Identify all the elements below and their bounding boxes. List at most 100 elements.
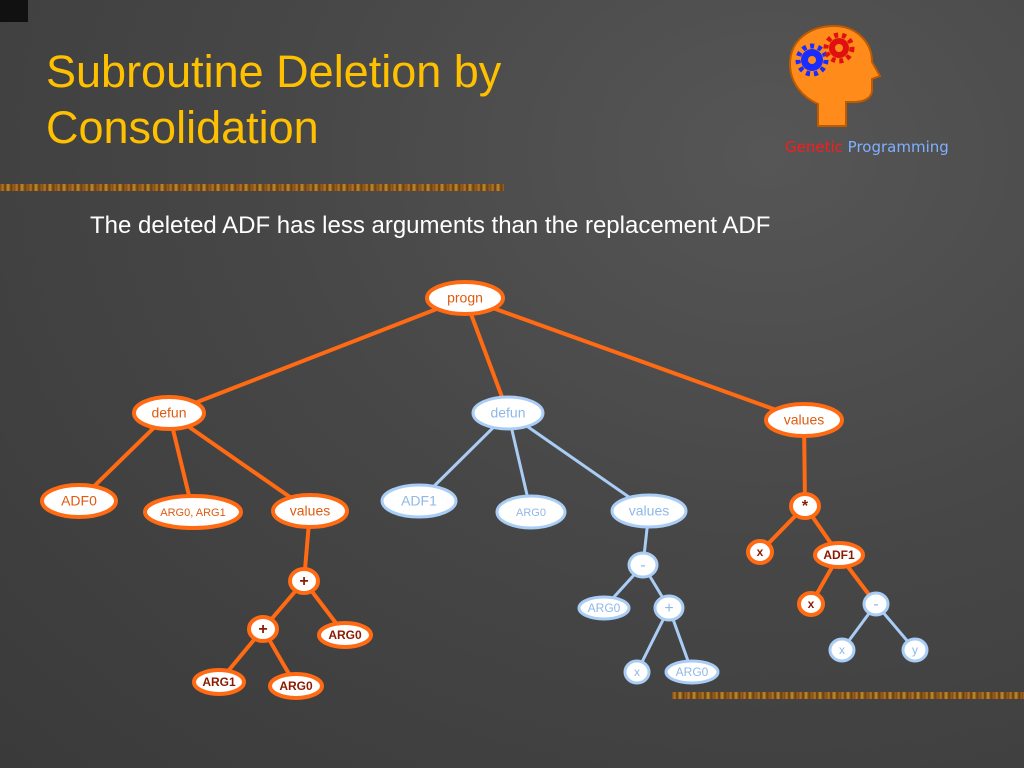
tree-node-adf0: ADF0	[40, 483, 118, 519]
tree-node-adf1call: ADF1	[813, 541, 865, 569]
tree-node-shape	[828, 637, 856, 663]
blue-gear-icon	[795, 43, 829, 77]
tree-node-shape	[317, 621, 373, 649]
tree-node-label: progn	[447, 290, 483, 306]
tree-node-label: values	[784, 412, 824, 428]
tree-node-label: ARG0	[328, 628, 362, 642]
tree-node-shape	[425, 280, 505, 316]
logo-word-programming: Programming	[847, 138, 949, 156]
tree-node-label: ARG0	[588, 601, 621, 615]
tree-node-shape	[40, 483, 118, 519]
tree-node-shape	[764, 402, 844, 438]
tree-node-values1: values	[610, 493, 688, 529]
tree-node-x_m: x	[746, 539, 774, 565]
tree-node-shape	[577, 595, 631, 621]
tree-node-label: x	[839, 643, 845, 657]
tree-node-label: values	[629, 503, 669, 519]
tree-node-arg0_1a: ARG0	[577, 595, 631, 621]
tree-node-label: ARG0	[676, 665, 709, 679]
tree-node-arg0_1: ARG0	[495, 494, 567, 530]
tree-node-defun0: defun	[132, 395, 206, 431]
tree-node-shape	[143, 494, 243, 530]
tree-node-label: x	[634, 665, 640, 679]
tree-node-label: +	[664, 600, 673, 617]
tree-node-shape	[288, 567, 320, 595]
tree-node-shape	[471, 395, 545, 431]
tree-node-shape	[789, 492, 821, 520]
tree-edge-progn-defun0	[168, 296, 466, 415]
tree-node-defun1: defun	[471, 395, 545, 431]
tree-node-values0: values	[271, 493, 349, 529]
tree-node-label: ARG0, ARG1	[160, 507, 225, 519]
tree-node-label: -	[873, 596, 878, 613]
tree-node-progn: progn	[425, 280, 505, 316]
slide-title: Subroutine Deletion by Consolidation	[46, 46, 502, 153]
tree-node-label: x	[808, 597, 815, 611]
tree-node-label: ADF1	[823, 548, 855, 562]
tree-node-shape	[813, 541, 865, 569]
tree-node-plus0b: +	[247, 615, 279, 643]
slide-subtitle: The deleted ADF has less arguments than …	[90, 212, 771, 239]
tree-node-shape	[901, 637, 929, 663]
tree-node-adf1: ADF1	[380, 483, 458, 519]
tree-node-label: values	[290, 503, 330, 519]
tree-node-shape	[862, 591, 890, 617]
tree-node-shape	[495, 494, 567, 530]
tree-node-label: defun	[151, 405, 186, 421]
tree-node-shape	[623, 659, 651, 685]
tree-node-label: ARG0	[516, 507, 546, 519]
tree-node-shape	[797, 591, 825, 617]
tree-node-shape	[192, 668, 246, 696]
head-with-gears-icon	[788, 24, 882, 127]
tree-node-shape	[380, 483, 458, 519]
tree-node-label: ADF1	[401, 493, 437, 509]
tree-node-label: *	[802, 498, 809, 515]
tree-node-arg0_1b: ARG0	[664, 659, 720, 685]
tree-node-arg0_0b: ARG0	[268, 672, 324, 700]
tree-node-y_d: y	[901, 637, 929, 663]
tree-node-label: x	[757, 545, 764, 559]
tree-edge-defun1-values1	[507, 411, 650, 513]
tree-node-label: +	[258, 621, 267, 638]
tree-edge-progn-values_main	[464, 296, 805, 422]
tree-node-args01: ARG0, ARG1	[143, 494, 243, 530]
tree-node-label: ARG1	[202, 675, 236, 689]
tree-node-shape	[271, 493, 349, 529]
tree-node-mul: *	[789, 492, 821, 520]
tree-node-shape	[247, 615, 279, 643]
tree-node-minus1: -	[627, 551, 659, 579]
tree-node-arg0_0a: ARG0	[317, 621, 373, 649]
tree-node-shape	[664, 659, 720, 685]
tree-node-shape	[627, 551, 659, 579]
tree-node-minus_c: -	[862, 591, 890, 617]
tree-node-x_d: x	[828, 637, 856, 663]
title-divider	[0, 184, 504, 191]
bottom-divider	[672, 692, 1024, 699]
tree-node-label: +	[299, 573, 308, 590]
tree-node-label: ARG0	[279, 679, 313, 693]
tree-node-arg1_0: ARG1	[192, 668, 246, 696]
tree-node-label: defun	[490, 405, 525, 421]
tree-node-shape	[132, 395, 206, 431]
tree-node-plus1: +	[653, 594, 685, 622]
tree-node-label: ADF0	[61, 493, 97, 509]
tree-edges	[77, 296, 917, 688]
corner-mark	[0, 0, 28, 22]
tree-node-shape	[610, 493, 688, 529]
tree-node-shape	[268, 672, 324, 700]
tree-node-x1: x	[623, 659, 651, 685]
tree-edge-progn-defun1	[463, 297, 510, 414]
tree-node-shape	[653, 594, 685, 622]
logo-text: Genetic Programming	[785, 138, 949, 156]
tree-node-plus0a: +	[288, 567, 320, 595]
logo-word-genetic: Genetic	[785, 138, 843, 156]
tree-edge-defun0-values0	[167, 411, 312, 513]
tree-node-x_c: x	[797, 591, 825, 617]
tree-node-label: -	[640, 557, 645, 574]
tree-node-label: y	[912, 643, 918, 657]
red-gear-icon	[823, 32, 855, 64]
tree-node-shape	[746, 539, 774, 565]
tree-node-values_main: values	[764, 402, 844, 438]
